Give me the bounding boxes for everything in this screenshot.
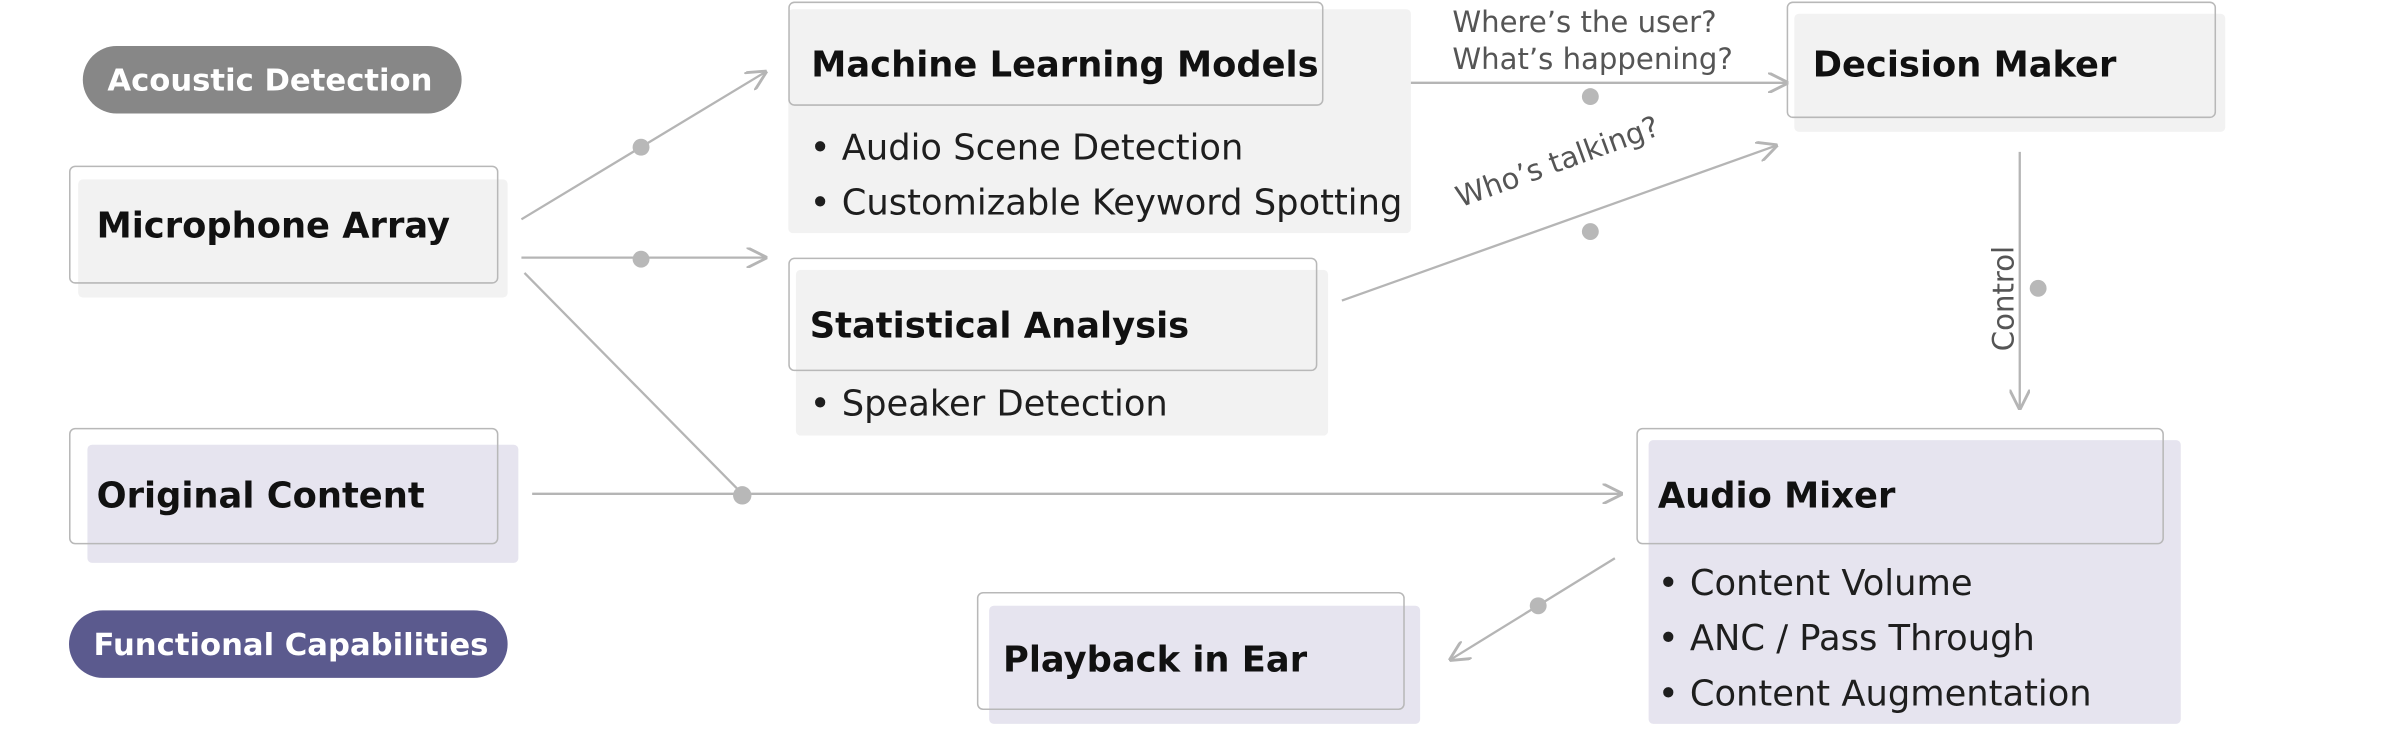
playback-in-ear-node	[976, 591, 1405, 711]
statistical-analysis-node	[788, 257, 1318, 372]
mic-array-fill	[78, 179, 508, 298]
legend-acoustic-detection: Acoustic Detection	[82, 46, 462, 114]
audio-mixer-node	[1636, 427, 2164, 545]
original-content-node	[69, 427, 499, 545]
node-bullet: • Content Augmentation	[1657, 674, 2092, 715]
node-title: Audio Mixer	[1657, 476, 1896, 517]
node-title: Playback in Ear	[1002, 641, 1308, 681]
edge-dot	[632, 250, 650, 268]
audio-mixer-fill	[1648, 440, 2181, 724]
node-title: Original Content	[96, 476, 425, 517]
edge-label-where-user: Where’s the user?	[1452, 6, 1717, 40]
node-bullet: • Audio Scene Detection	[809, 128, 1244, 169]
playback-fill	[989, 605, 1421, 724]
edge-dot	[1529, 597, 1547, 615]
edge-dot	[733, 486, 752, 505]
ml-models-node	[788, 1, 1324, 106]
edge-dot	[1581, 88, 1599, 106]
edge-label-whats-happening: What’s happening?	[1452, 42, 1733, 77]
edge-dot	[1581, 223, 1599, 241]
stat-analysis-fill	[795, 269, 1329, 436]
node-title: Machine Learning Models	[811, 46, 1319, 86]
node-bullet: • Content Volume	[1657, 564, 1973, 605]
node-title: Decision Maker	[1812, 46, 2117, 86]
node-bullet: • Customizable Keyword Spotting	[809, 184, 1403, 224]
legend-functional-capabilities: Functional Capabilities	[69, 610, 508, 678]
decision-maker-node	[1786, 1, 2217, 119]
edge-label-control: Control	[1987, 245, 2022, 352]
edge-mic-to-junction	[523, 272, 744, 495]
decision-maker-fill	[1794, 13, 2226, 132]
edge-stat-to-decision	[1341, 146, 1776, 302]
node-title: Statistical Analysis	[809, 306, 1190, 347]
ml-models-fill	[788, 9, 1411, 234]
edge-dot	[632, 138, 650, 156]
microphone-array-node	[69, 165, 499, 284]
node-bullet: • Speaker Detection	[809, 384, 1168, 425]
node-bullet: • ANC / Pass Through	[1657, 619, 2035, 660]
edge-dot	[2029, 279, 2047, 297]
node-title: Microphone Array	[96, 207, 451, 247]
